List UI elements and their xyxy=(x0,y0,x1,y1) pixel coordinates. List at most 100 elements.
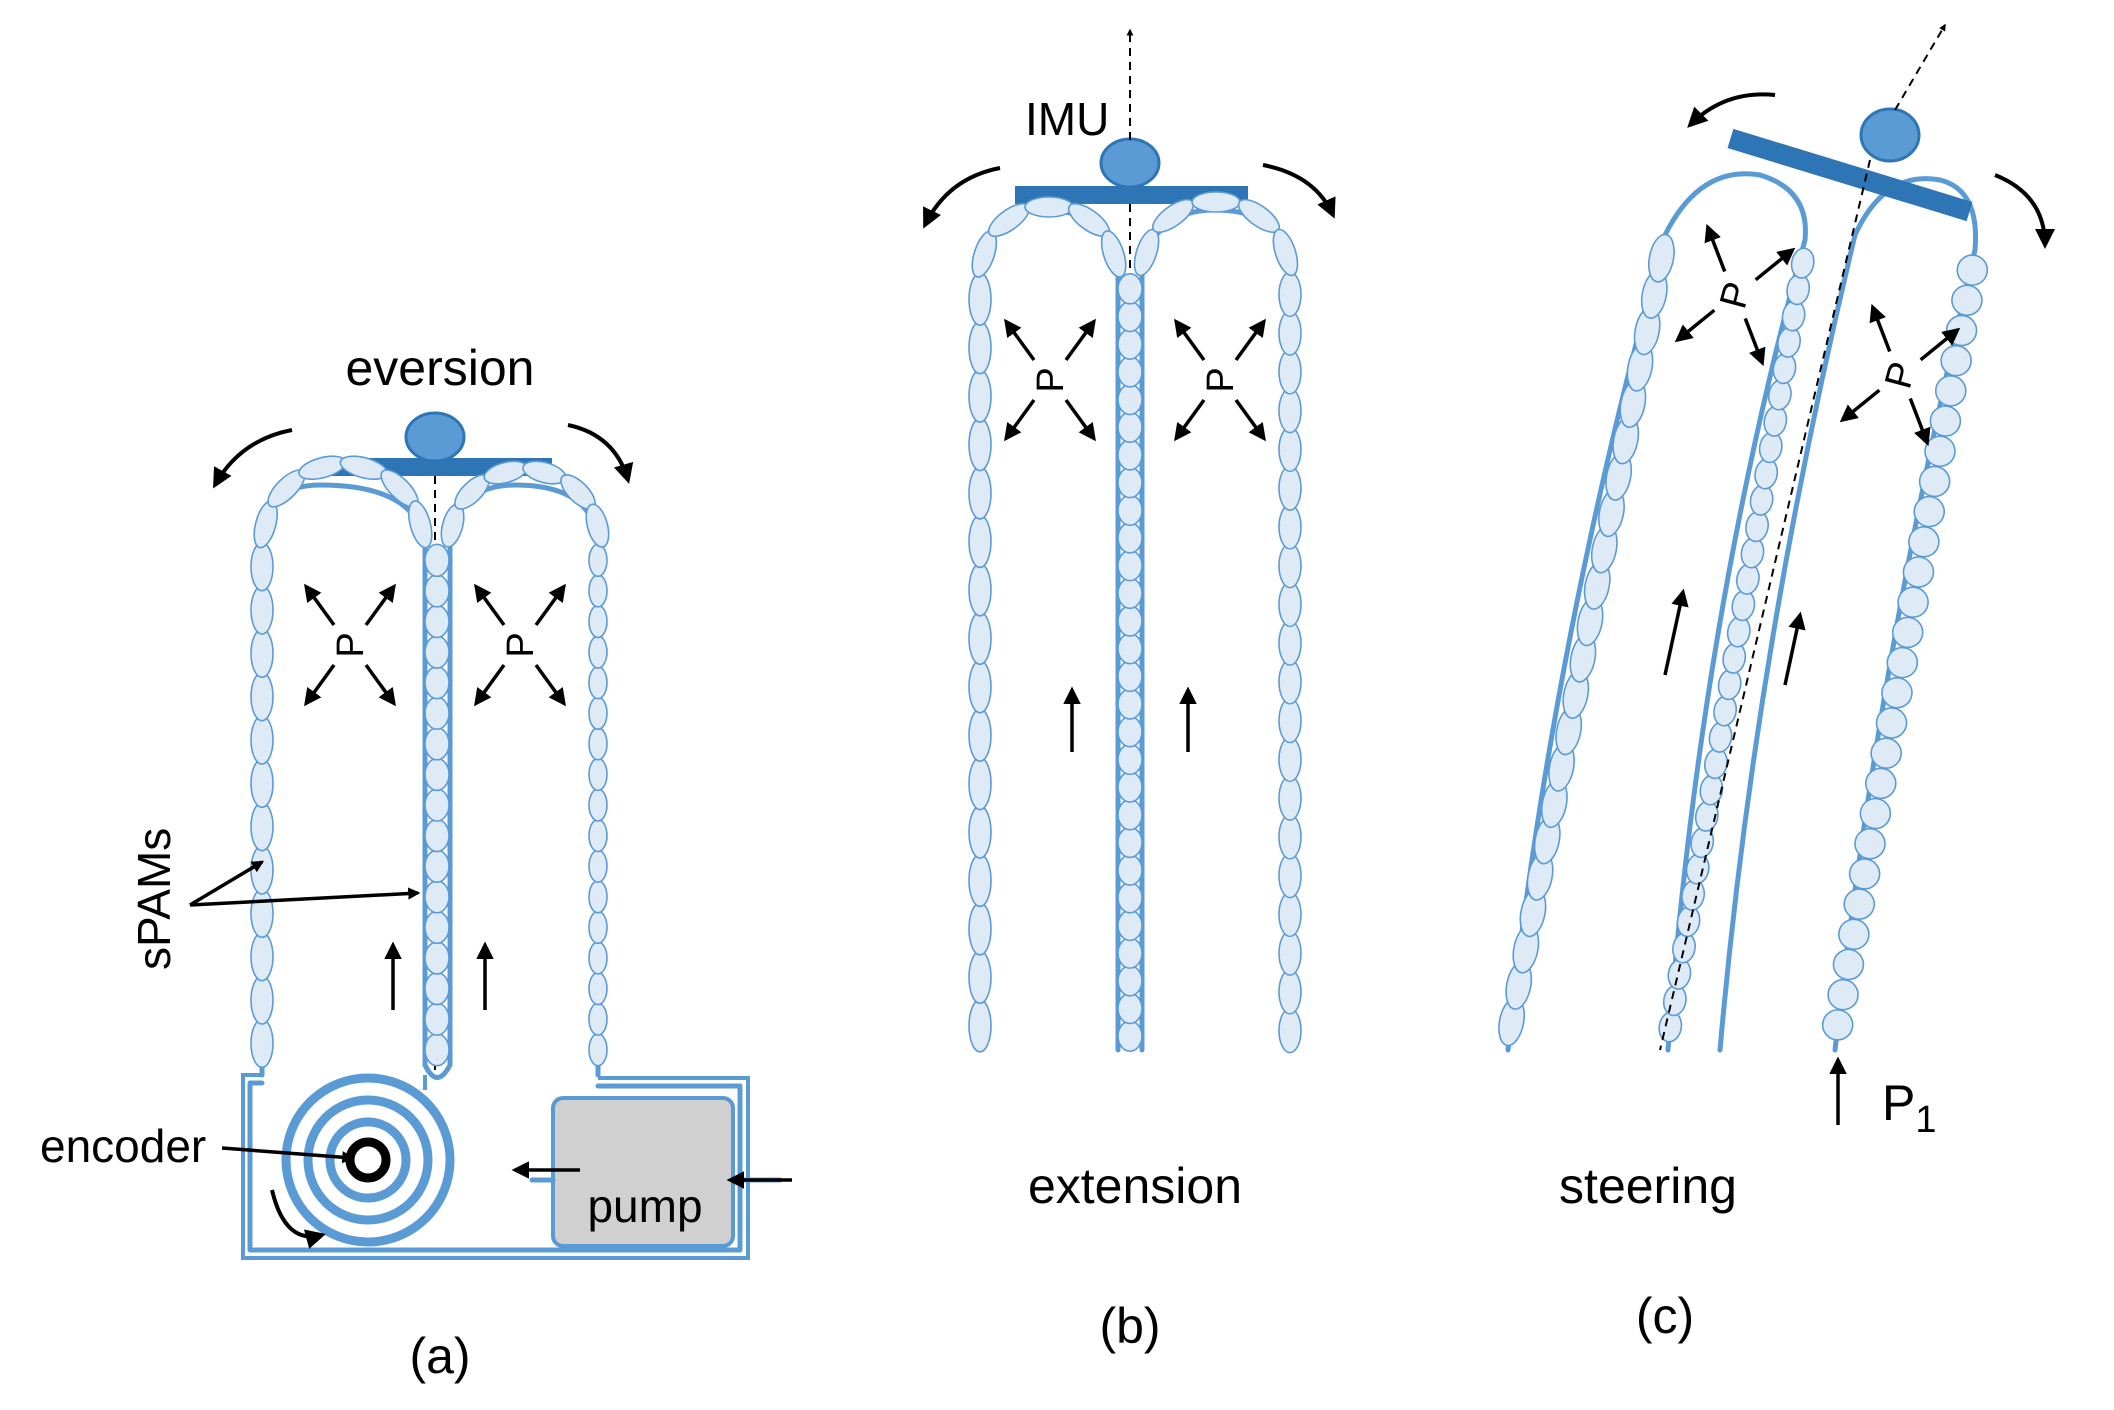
spam-cell xyxy=(968,466,992,520)
pump-label: pump xyxy=(587,1180,702,1232)
base-housing-a xyxy=(241,1073,750,1260)
spam-cell xyxy=(424,849,450,883)
spam-cell xyxy=(585,503,610,548)
spam-cell xyxy=(1838,918,1870,951)
spam-cell xyxy=(1272,228,1299,277)
spam-cell xyxy=(968,708,992,762)
spam-cell xyxy=(1843,888,1876,920)
rotate-right-arrow-b xyxy=(1262,163,1336,219)
left-tube-c xyxy=(1505,171,1808,1053)
spam-cell xyxy=(968,659,992,714)
pressure-arrow xyxy=(364,663,396,707)
spam-cell xyxy=(968,320,992,375)
spam-cell xyxy=(424,788,450,822)
pressure-arrow xyxy=(304,663,336,707)
pressure-label: P xyxy=(1877,358,1924,393)
imu-ball-b xyxy=(1099,137,1161,189)
spool-rotation-arrow-a xyxy=(270,1189,326,1249)
panel-a: eversion pump e xyxy=(40,340,792,1384)
spam-cell xyxy=(588,971,608,1006)
pressure-arrow xyxy=(1174,398,1206,442)
spam-cell xyxy=(1951,284,1983,317)
p1-base: P xyxy=(1882,1075,1915,1131)
pressure-arrow xyxy=(474,663,506,707)
spam-cell xyxy=(588,1032,608,1067)
spams-pointer-arrow-1 xyxy=(189,860,265,907)
spam-cell xyxy=(1278,426,1302,473)
spam-cell xyxy=(968,563,992,617)
spam-cell xyxy=(424,604,450,639)
spam-cell xyxy=(588,665,608,700)
spam-cell xyxy=(1940,344,1972,377)
pressure-arrow xyxy=(1674,308,1716,343)
spam-cell xyxy=(1278,1007,1302,1054)
spam-cell xyxy=(968,514,992,569)
pressure-arrow xyxy=(1704,223,1727,273)
spam-cell xyxy=(1133,228,1160,277)
spam-cell xyxy=(968,756,992,811)
spam-cell xyxy=(1117,273,1143,305)
spam-cell xyxy=(968,272,992,327)
spam-cell xyxy=(1117,909,1143,942)
rotate-right-arrow-c xyxy=(1994,173,2055,249)
spam-cell xyxy=(424,757,450,792)
right-tube-a xyxy=(447,482,601,1078)
spam-cell xyxy=(1117,466,1143,499)
spam-cell xyxy=(1117,494,1143,527)
spam-cell xyxy=(424,727,450,761)
spam-cell xyxy=(1278,542,1302,589)
base-inner-a xyxy=(247,1080,743,1253)
spam-cell xyxy=(1117,632,1143,665)
encoder-pointer-arrow xyxy=(221,1146,355,1164)
panel-a-caption: (a) xyxy=(409,1328,470,1384)
spam-cell xyxy=(588,727,608,761)
spam-cell xyxy=(250,541,274,592)
spam-cell xyxy=(1117,992,1143,1025)
spam-cell xyxy=(588,818,608,853)
left-tube-a xyxy=(259,482,428,1078)
spam-cell xyxy=(968,902,992,956)
spam-cell xyxy=(588,1002,608,1036)
spam-cell xyxy=(424,635,450,669)
pressure-arrow xyxy=(1234,318,1266,362)
spam-cell xyxy=(968,998,992,1053)
spam-cell xyxy=(588,879,608,914)
spam-cell xyxy=(424,971,450,1006)
spam-cells-b xyxy=(968,191,1302,1054)
spam-cell xyxy=(1278,930,1302,976)
spam-cell xyxy=(1278,814,1302,860)
pressure-glyph: P xyxy=(474,583,566,707)
pressure-arrow xyxy=(534,583,566,627)
spam-cell xyxy=(250,1018,274,1069)
spam-cell xyxy=(1821,1009,1854,1041)
spam-cells-c xyxy=(1498,233,1989,1047)
axial-arrow-c-right xyxy=(1783,611,1806,686)
spam-cell xyxy=(298,455,347,481)
spam-cell xyxy=(968,611,992,666)
pressure-label: P xyxy=(1200,367,1242,392)
spam-cell xyxy=(250,758,274,809)
imu-ball-c xyxy=(1859,107,1921,163)
pressure-arrow xyxy=(534,663,566,707)
spam-cell xyxy=(1278,581,1302,628)
rotate-left-arrow-c xyxy=(1687,92,1776,128)
spam-cell xyxy=(250,585,274,635)
spam-cell xyxy=(1117,826,1143,859)
spam-cell xyxy=(424,941,450,975)
tube-join-a xyxy=(422,1062,453,1080)
spam-cell xyxy=(1117,1020,1143,1052)
spam-cell xyxy=(424,543,450,578)
spam-cell xyxy=(1848,858,1881,890)
spam-cell xyxy=(1117,549,1143,582)
spam-cell xyxy=(1117,439,1143,471)
pressure-arrow xyxy=(1919,327,1961,362)
spam-cell xyxy=(1647,233,1675,283)
pressure-arrow xyxy=(474,583,506,627)
spam-cells-a xyxy=(250,455,610,1069)
spam-cell xyxy=(1117,577,1143,610)
spam-cell xyxy=(1832,948,1865,981)
spam-cell xyxy=(1117,605,1143,637)
imu-direction-arrow-c xyxy=(1894,23,1946,111)
